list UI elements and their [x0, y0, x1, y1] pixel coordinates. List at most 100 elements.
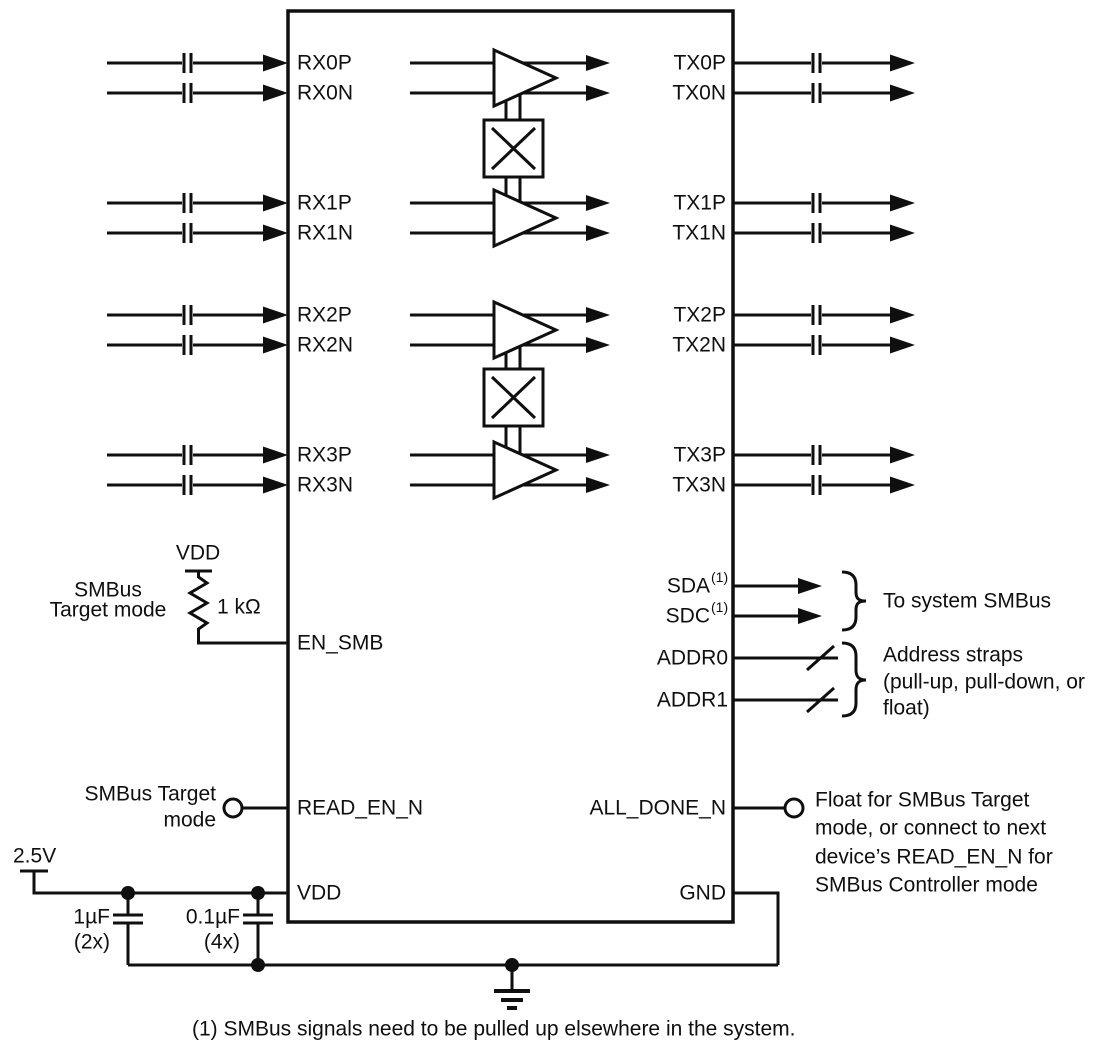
tx2p-output-trace-with-coupling-capacitor	[733, 305, 893, 325]
supply-voltage-label: 2.5V	[13, 845, 56, 868]
read-en-mode-label: SMBus Target	[84, 783, 216, 806]
ground-symbol-icon	[494, 989, 530, 1010]
all-done-n-pin-label: ALL_DONE_N	[589, 797, 726, 820]
addr0-pin-label: ADDR0	[657, 647, 728, 670]
arrowhead-icon	[890, 336, 915, 354]
arrowhead-icon	[263, 194, 288, 212]
en-smb-pullup	[185, 569, 288, 645]
addr1-pin-label: ADDR1	[657, 689, 728, 712]
tx-pin-label: TX1P	[673, 192, 726, 215]
rx2n-input-trace-with-coupling-capacitor	[107, 335, 268, 355]
ic-outline	[286, 9, 735, 924]
crossbar-switch-icon	[482, 367, 545, 428]
rx-pin-label: RX2P	[297, 304, 352, 327]
tx-pin-label: TX3P	[673, 444, 726, 467]
arrowhead-icon	[263, 476, 288, 494]
tx3n-output-trace-with-coupling-capacitor	[733, 475, 893, 495]
rx-pin-label: RX1P	[297, 192, 352, 215]
arrowhead-icon	[586, 195, 610, 211]
arrowhead-icon	[798, 608, 822, 624]
arrowhead-icon	[586, 55, 610, 71]
tx-pin-label: TX2N	[672, 334, 726, 357]
junction-dot	[251, 886, 265, 900]
arrowhead-icon	[586, 477, 610, 493]
address-straps-label: float)	[883, 697, 930, 720]
tx-pin-label: TX0P	[673, 52, 726, 75]
rx2p-input-trace-with-coupling-capacitor	[107, 305, 268, 325]
bypass-capacitor-icon	[243, 893, 273, 965]
bulk-cap-value-label: 1µF	[73, 906, 110, 929]
arrowhead-icon	[586, 307, 610, 323]
rx1p-input-trace-with-coupling-capacitor	[107, 193, 268, 213]
tx-pin-label: TX3N	[672, 474, 726, 497]
gnd-pin-label: GND	[679, 882, 726, 905]
rx-pin-label: RX0N	[297, 82, 353, 105]
arrowhead-icon	[263, 54, 288, 72]
address-straps-label: Address straps	[883, 644, 1023, 667]
arrowhead-icon	[890, 476, 915, 494]
sda-sdc-traces	[733, 584, 800, 618]
arrowhead-icon	[890, 446, 915, 464]
arrowhead-icon	[890, 306, 915, 324]
junction-dot	[251, 958, 265, 972]
tx1p-output-trace-with-coupling-capacitor	[733, 193, 893, 213]
en-smb-mode-label: Target mode	[50, 599, 167, 622]
tx-pin-label: TX0N	[672, 82, 726, 105]
supply-rail	[20, 869, 288, 895]
bypass-cap-value-label: 0.1µF	[186, 906, 240, 929]
smbus-signals	[733, 570, 867, 632]
vdd-pin-label: VDD	[297, 882, 341, 905]
rx0n-input-trace-with-coupling-capacitor	[107, 83, 268, 103]
tx3p-output-trace-with-coupling-capacitor	[733, 445, 893, 465]
read-en-n-connection	[222, 797, 288, 819]
crossbar-x-mark	[490, 126, 537, 171]
arrowhead-icon	[586, 447, 610, 463]
arrowhead-icon	[263, 306, 288, 324]
footnote-text: (1) SMBus signals need to be pulled up e…	[192, 1018, 796, 1041]
resistor-value-label: 1 kΩ	[217, 596, 261, 619]
rx1n-input-trace-with-coupling-capacitor	[107, 223, 268, 243]
bulk-cap-qty-label: (2x)	[74, 931, 110, 954]
open-terminal-icon	[222, 797, 244, 819]
pin-labels: RX0P RX0N RX1P RX1N RX2P RX2N RX3P RX3N …	[297, 52, 728, 905]
arrowhead-icon	[263, 336, 288, 354]
sdc-footnote-ref: (1)	[711, 599, 728, 615]
crossbar-switch-icon	[482, 118, 545, 179]
arrowhead-icon	[890, 84, 915, 102]
strap-slash-icon	[806, 644, 835, 714]
arrowhead-icon	[586, 85, 610, 101]
rx-pin-label: RX1N	[297, 222, 353, 245]
en-smb-pin-label: EN_SMB	[297, 632, 383, 655]
read-en-mode-label: mode	[163, 809, 216, 832]
arrowhead-icon	[890, 224, 915, 242]
tx2n-output-trace-with-coupling-capacitor	[733, 335, 893, 355]
gnd-pin-trace	[733, 891, 780, 965]
rx3n-input-trace-with-coupling-capacitor	[107, 475, 268, 495]
rx-pin-label: RX3P	[297, 444, 352, 467]
sdc-pin-label: SDC	[666, 605, 710, 628]
arrowhead-icon	[263, 84, 288, 102]
tx0n-output-trace-with-coupling-capacitor	[733, 83, 893, 103]
all-done-note-label: Float for SMBus Target	[815, 789, 1030, 812]
amplifier-icon	[492, 299, 560, 361]
junction-dot	[121, 886, 135, 900]
brace-icon	[841, 641, 867, 718]
tx-pin-label: TX1N	[672, 222, 726, 245]
brace-icon	[841, 570, 867, 632]
bypass-cap-qty-label: (4x)	[204, 931, 240, 954]
amplifier-icon	[492, 47, 560, 109]
arrowhead-icon	[890, 194, 915, 212]
addr-traces	[733, 656, 838, 702]
tx0p-output-trace-with-coupling-capacitor	[733, 53, 893, 73]
all-done-note-label: device’s READ_EN_N for	[815, 846, 1053, 869]
read-en-n-pin-label: READ_EN_N	[297, 797, 423, 820]
all-done-n-connection	[733, 797, 805, 819]
arrowhead-icon	[263, 446, 288, 464]
rx-pin-label: RX2N	[297, 334, 353, 357]
smbus-destination-label: To system SMBus	[883, 590, 1051, 613]
rx0p-input-trace-with-coupling-capacitor	[107, 53, 268, 73]
all-done-note-label: mode, or connect to next	[815, 817, 1046, 840]
rx-pin-label: RX3N	[297, 474, 353, 497]
